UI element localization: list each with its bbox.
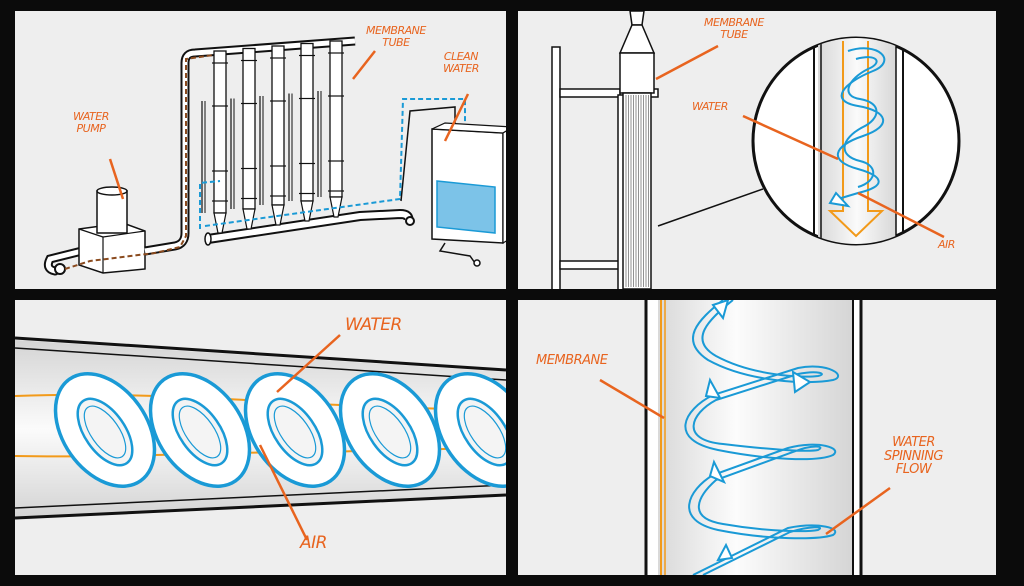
flow-direction-arrows bbox=[704, 300, 812, 562]
leader-air bbox=[258, 444, 309, 541]
clean-water-flow-path bbox=[199, 98, 466, 229]
water-coil bbox=[338, 372, 442, 488]
label-line: MEMBRANE bbox=[366, 24, 426, 37]
vertical-spiral-diagram bbox=[599, 300, 891, 575]
feed-pipe bbox=[64, 36, 356, 270]
horizontal-flow-diagram bbox=[15, 334, 506, 541]
label-line: WATER bbox=[73, 110, 109, 123]
label-water: WATER bbox=[345, 315, 402, 335]
panel-horizontal-flow: WATER AIR bbox=[15, 300, 506, 575]
label-line: PUMP bbox=[76, 121, 106, 135]
label-line: WATER bbox=[443, 61, 479, 75]
clean-water-tank bbox=[431, 122, 506, 267]
membrane-tube bbox=[259, 45, 286, 226]
water-helix bbox=[828, 47, 886, 208]
panel-tube-detail: MEMBRANE TUBE WATER AIR bbox=[518, 11, 996, 289]
label-line: MEMBRANE bbox=[704, 16, 764, 29]
membrane-tube bbox=[618, 11, 656, 289]
label-line: FLOW bbox=[895, 462, 932, 478]
label-air: AIR bbox=[300, 533, 327, 553]
panel-system-overview: WATER PUMP MEMBRANE TUBE CLEAN WATER bbox=[15, 11, 506, 289]
label-membrane: MEMBRANE bbox=[536, 353, 608, 368]
water-pump bbox=[78, 186, 146, 274]
pump-inlet-pipe bbox=[43, 244, 95, 276]
label-water-pump: WATER PUMP bbox=[73, 111, 109, 134]
leader-water-spinning-flow bbox=[825, 486, 891, 536]
label-water: WATER bbox=[692, 100, 728, 113]
water-spiral bbox=[684, 300, 840, 575]
label-line: CLEAN bbox=[443, 50, 479, 63]
leader-membrane-tube bbox=[352, 50, 376, 80]
water-coil bbox=[148, 372, 252, 488]
leader-membrane bbox=[599, 378, 665, 420]
magnifier-callout bbox=[751, 36, 961, 246]
leader-membrane-tube bbox=[655, 44, 719, 81]
water-coil bbox=[433, 372, 506, 488]
label-water-spinning-flow: WATER SPINNING FLOW bbox=[884, 435, 944, 478]
leader-air bbox=[857, 191, 945, 239]
magnifier-pointer bbox=[657, 188, 764, 227]
water-coil bbox=[53, 372, 157, 488]
bottom-manifold bbox=[204, 208, 415, 246]
system-diagram bbox=[43, 36, 506, 276]
label-line: WATER bbox=[892, 435, 935, 450]
leader-water bbox=[742, 114, 839, 161]
label-clean-water: CLEAN WATER bbox=[443, 51, 479, 74]
water-coils bbox=[53, 372, 506, 488]
leader-water bbox=[276, 334, 341, 393]
air-arrow bbox=[827, 41, 885, 238]
label-line: SPINNING bbox=[884, 448, 944, 464]
label-membrane-tube: MEMBRANE TUBE bbox=[704, 17, 764, 40]
label-air: AIR bbox=[938, 238, 955, 251]
water-coil bbox=[243, 372, 347, 488]
membrane-tube bbox=[230, 47, 257, 230]
panel-vertical-spiral: MEMBRANE WATER SPINNING FLOW bbox=[518, 300, 996, 575]
membrane-tube-vertical bbox=[644, 300, 863, 575]
label-line: TUBE bbox=[720, 27, 748, 41]
membrane-tube-array bbox=[201, 40, 344, 234]
leader-clean-water bbox=[443, 93, 470, 142]
membrane-tube bbox=[288, 42, 315, 222]
label-membrane-tube: MEMBRANE TUBE bbox=[366, 25, 426, 48]
membrane-tube bbox=[201, 50, 228, 234]
tube-detail-diagram bbox=[551, 11, 961, 289]
membrane-tube bbox=[317, 40, 344, 218]
leader-water-pump bbox=[108, 158, 125, 200]
label-line: TUBE bbox=[382, 35, 410, 49]
